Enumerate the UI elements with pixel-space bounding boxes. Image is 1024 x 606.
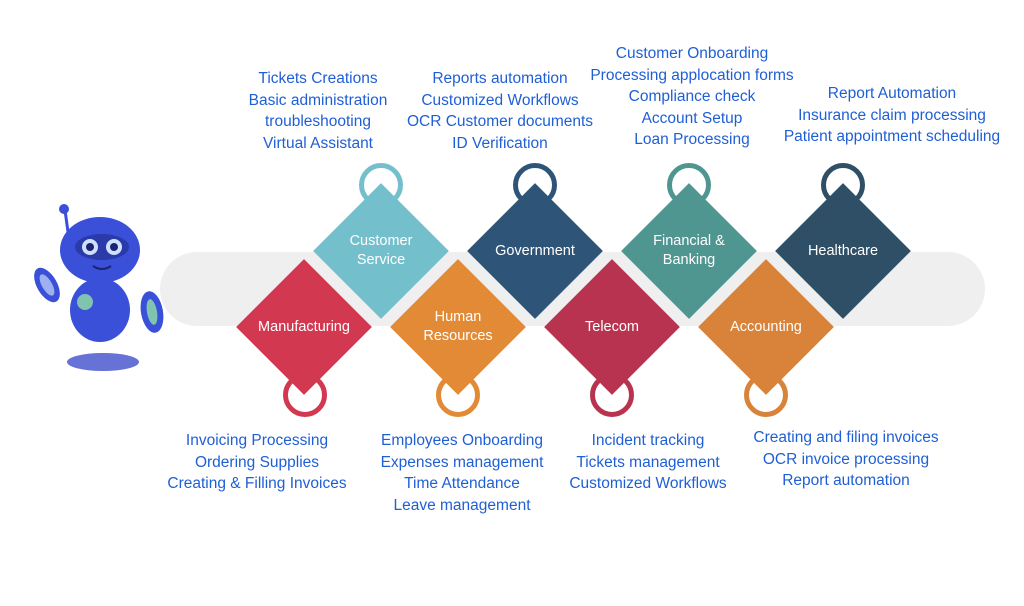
government-label: Government xyxy=(495,242,575,259)
task-item: Incident tracking xyxy=(591,432,705,449)
manufacturing-label: Manufacturing xyxy=(258,318,350,335)
task-item: Leave management xyxy=(393,496,531,514)
task-item: Creating & Filling Invoices xyxy=(167,475,347,492)
task-item: Tickets management xyxy=(576,453,720,471)
customer-service-label: Customer Service xyxy=(349,233,413,268)
task-item: Customized Workflows xyxy=(421,91,579,109)
telecom-label: Telecom xyxy=(585,318,639,335)
task-item: Processing applocation forms xyxy=(590,66,794,84)
task-item: Expenses management xyxy=(380,453,544,471)
task-item: Basic administration xyxy=(248,91,388,109)
human-resources-label: Human Resources xyxy=(423,309,493,344)
robot-icon xyxy=(34,204,164,371)
task-item: Patient appointment scheduling xyxy=(783,128,1001,145)
task-item: OCR Customer documents xyxy=(406,113,594,130)
task-item: Reports automation xyxy=(432,70,568,87)
task-item: Customized Workflows xyxy=(569,475,727,492)
task-item: Virtual Assistant xyxy=(263,134,373,152)
healthcare-label: Healthcare xyxy=(807,242,879,259)
task-item: Compliance check xyxy=(628,88,756,105)
task-item: Customer Onboarding xyxy=(615,45,769,62)
task-item: Creating and filing invoices xyxy=(753,429,939,446)
task-item: Employees Onboarding xyxy=(381,432,543,449)
task-item: Time Attendance xyxy=(404,475,520,492)
task-item: Report Automation xyxy=(827,85,957,102)
accounting-label: Accounting xyxy=(730,318,802,335)
task-item: Insurance claim processing xyxy=(798,106,986,124)
task-item: Loan Processing xyxy=(634,131,750,148)
task-item: Ordering Supplies xyxy=(194,453,320,471)
task-item: Tickets Creations xyxy=(258,70,378,87)
task-item: Report automation xyxy=(782,472,910,489)
financial-banking-label: Financial & Banking xyxy=(653,233,725,268)
task-item: OCR invoice processing xyxy=(762,450,930,468)
task-item: Account Setup xyxy=(641,109,743,127)
task-item: troubleshooting xyxy=(265,113,371,130)
task-item: Invoicing Processing xyxy=(185,432,329,449)
task-item: ID Verification xyxy=(452,134,548,152)
